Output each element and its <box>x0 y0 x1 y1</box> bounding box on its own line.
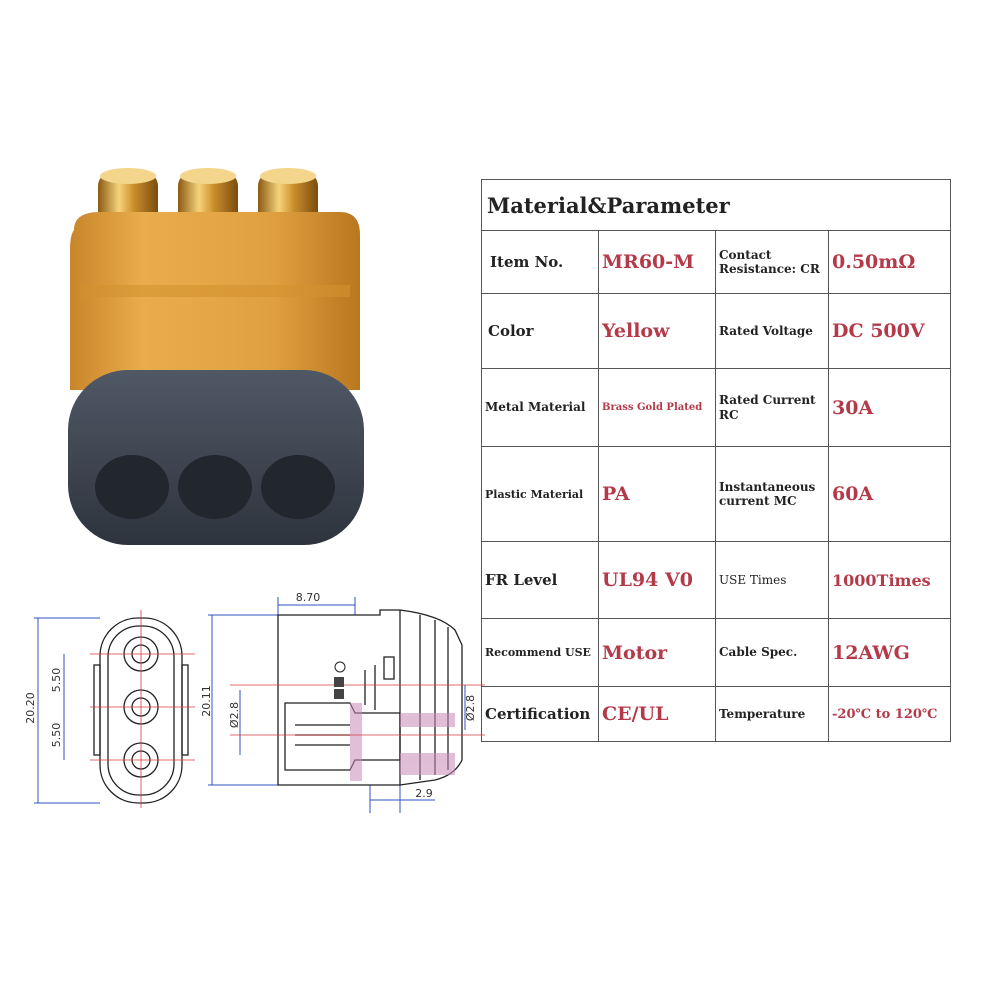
pin-offset-label: 2.9 <box>415 787 433 800</box>
label-instantaneous-current: Instantaneous current MC <box>715 446 829 542</box>
label-rated-voltage: Rated Voltage <box>715 293 829 369</box>
table-row: Certification CE/UL Temperature -20℃ to … <box>481 686 952 742</box>
front-height-label: 20.20 <box>24 692 37 724</box>
label-metal-material: Metal Material <box>481 368 599 447</box>
value-color: Yellow <box>598 293 716 369</box>
value-metal-material: Brass Gold Plated <box>598 368 716 447</box>
label-plastic-material: Plastic Material <box>481 446 599 542</box>
parameter-table: Material&Parameter Item No. MR60-M Conta… <box>480 179 952 742</box>
label-recommend-use: Recommend USE <box>481 618 599 687</box>
value-contact-resistance: 0.50mΩ <box>827 230 952 294</box>
value-temperature: -20℃ to 120℃ <box>827 686 952 742</box>
value-recommend-use: Motor <box>598 618 716 687</box>
label-use-times: USE Times <box>715 541 829 619</box>
table-row: Metal Material Brass Gold Plated Rated C… <box>481 368 952 447</box>
connector-housing <box>70 212 360 390</box>
value-fr-level: UL94 V0 <box>598 541 716 619</box>
value-plastic-material: PA <box>598 446 716 542</box>
label-fr-level: FR Level <box>481 541 599 619</box>
front-pitch-top-label: 5.50 <box>50 668 63 693</box>
value-instantaneous-current: 60A <box>827 446 952 542</box>
value-certification: CE/UL <box>598 686 716 742</box>
table-row: Item No. MR60-M Contact Resistance: CR 0… <box>481 230 952 294</box>
table-row: FR Level UL94 V0 USE Times 1000Times <box>481 541 952 619</box>
side-height-label: 20.11 <box>200 685 213 717</box>
label-rated-current: Rated Current RC <box>715 368 829 447</box>
value-rated-voltage: DC 500V <box>827 293 952 369</box>
table-row: Plastic Material PA Instantaneous curren… <box>481 446 952 542</box>
front-pitch-bottom-label: 5.50 <box>50 723 63 748</box>
front-view-drawing: 20.20 5.50 5.50 <box>24 610 195 808</box>
side-view-drawing: 8.70 20.11 Ø2.8 Ø2.8 2.9 <box>200 591 485 813</box>
pin-diameter-left-label: Ø2.8 <box>228 702 241 728</box>
label-item-no: Item No. <box>481 230 599 294</box>
value-use-times: 1000Times <box>827 541 952 619</box>
pin-diameter-right-label: Ø2.8 <box>464 695 477 721</box>
table-title: Material&Parameter <box>480 179 952 231</box>
label-cable-spec: Cable Spec. <box>715 618 829 687</box>
label-temperature: Temperature <box>715 686 829 742</box>
side-length-label: 8.70 <box>296 591 321 604</box>
value-item-no: MR60-M <box>598 230 716 294</box>
value-rated-current: 30A <box>827 368 952 447</box>
table-row: Recommend USE Motor Cable Spec. 12AWG <box>481 618 952 687</box>
label-color: Color <box>481 293 599 369</box>
connector-photo <box>68 168 364 545</box>
label-certification: Certification <box>481 686 599 742</box>
label-contact-resistance: Contact Resistance: CR <box>715 230 829 294</box>
table-row: Color Yellow Rated Voltage DC 500V <box>481 293 952 369</box>
value-cable-spec: 12AWG <box>827 618 952 687</box>
